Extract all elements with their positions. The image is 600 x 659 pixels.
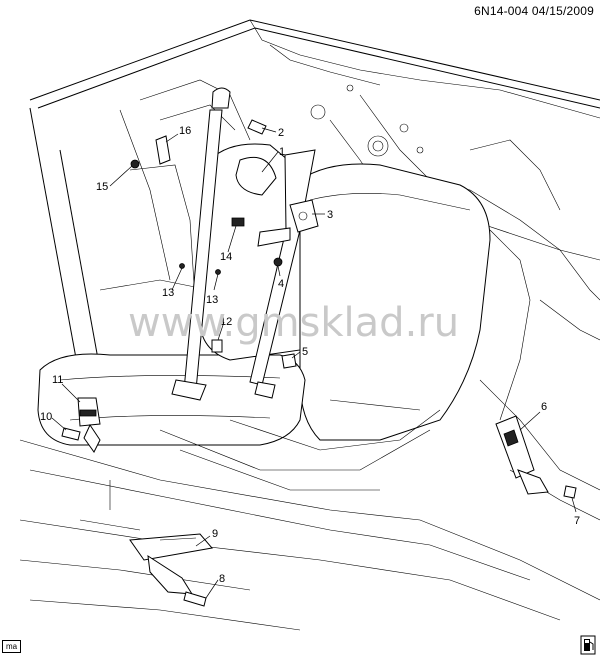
body-roof-outline: [29, 19, 600, 261]
callout-13a: 13: [162, 287, 174, 299]
callout-4: 4: [278, 278, 284, 290]
watermark-text: www.gmsklad.ru: [128, 300, 459, 346]
diagram-code-date: 6N14-004 04/15/2009: [474, 4, 594, 18]
callout-8: 8: [219, 573, 225, 585]
buckle-part-9: [129, 533, 213, 595]
callout-11: 11: [52, 374, 63, 386]
rear-seat-back: [299, 163, 491, 441]
callout-7: 7: [574, 515, 580, 527]
fuel-pump-icon: [580, 635, 596, 655]
floor-pan: [19, 409, 600, 631]
retractor-part-3: [257, 199, 319, 247]
callout-16: 16: [179, 125, 191, 137]
callout-labels: 1 2 3 4 5 6 7 8 9 10 11 12 13 13 14 15 1…: [40, 125, 580, 585]
callout-3: 3: [327, 209, 333, 221]
callout-6: 6: [541, 401, 547, 413]
callout-12: 12: [220, 316, 232, 328]
callout-13b: 13: [206, 294, 218, 306]
callout-14: 14: [220, 251, 232, 263]
seat-belt-webbing-left: [171, 87, 231, 401]
buckle-part-11: [77, 397, 101, 453]
bolts: [61, 119, 577, 607]
callout-10: 10: [40, 411, 52, 423]
body-pillar-outline: [29, 79, 251, 381]
rear-quarter-panel: [469, 219, 600, 521]
callout-2: 2: [278, 127, 284, 139]
callout-15: 15: [96, 181, 108, 193]
callout-1: 1: [279, 146, 285, 158]
callout-5: 5: [302, 346, 308, 358]
buckle-part-6: [495, 415, 549, 495]
corner-tag: ma: [2, 640, 22, 653]
callout-9: 9: [212, 528, 218, 540]
leader-lines: [51, 127, 577, 599]
